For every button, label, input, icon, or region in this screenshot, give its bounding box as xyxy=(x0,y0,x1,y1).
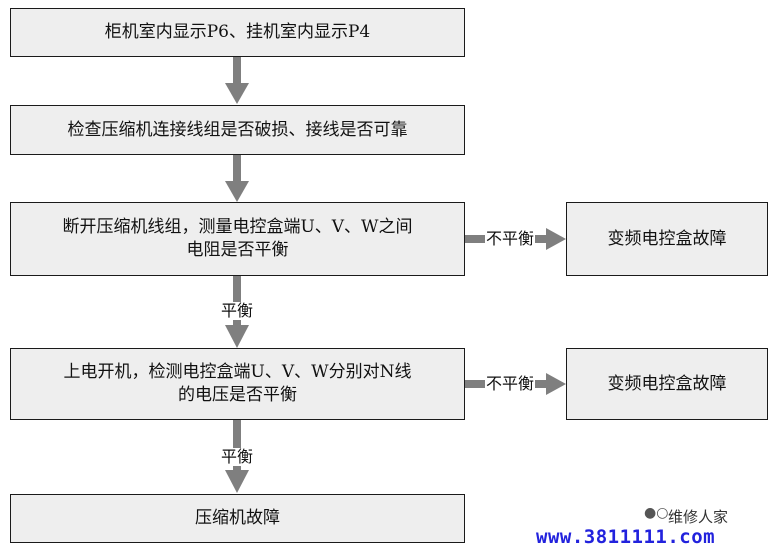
arrow-step3-to-step4 xyxy=(225,276,249,348)
result-box-2: 变频电控盒故障 xyxy=(566,348,768,420)
step-3-line-2: 电阻是否平衡 xyxy=(186,240,289,260)
arrow-step1-to-step2 xyxy=(225,57,249,104)
step-1-line-1: 柜机室内显示P6、挂机室内显示P4 xyxy=(104,22,371,42)
step-4-line-2: 的电压是否平衡 xyxy=(178,385,297,405)
edge-label-unbalanced-2: 不平衡 xyxy=(485,374,536,393)
edge-label-balanced-1: 平衡 xyxy=(220,301,255,320)
arrow-step2-to-step3 xyxy=(225,155,249,202)
watermark-name: 维修人家 xyxy=(668,508,729,526)
step-box-5: 压缩机故障 xyxy=(10,494,465,543)
watermark-url: www.3811111.com xyxy=(536,526,716,548)
step-4-line-1: 上电开机，检测电控盒端U、V、W分别对N线 xyxy=(63,362,412,382)
step-box-1: 柜机室内显示P6、挂机室内显示P4 xyxy=(10,8,465,57)
step-2-line-1: 检查压缩机连接线组是否破损、接线是否可靠 xyxy=(67,119,408,140)
step-box-2: 检查压缩机连接线组是否破损、接线是否可靠 xyxy=(10,105,465,155)
result-1-text: 变频电控盒故障 xyxy=(607,228,727,249)
step-3-line-1: 断开压缩机线组，测量电控盒端U、V、W之间 xyxy=(62,217,413,237)
result-box-1: 变频电控盒故障 xyxy=(566,202,768,276)
edge-label-balanced-2: 平衡 xyxy=(220,447,255,466)
arrow-step4-to-step5 xyxy=(225,420,249,493)
step-box-3: 断开压缩机线组，测量电控盒端U、V、W之间 电阻是否平衡 xyxy=(10,202,465,276)
step-5-line-1: 压缩机故障 xyxy=(195,508,280,528)
result-2-text: 变频电控盒故障 xyxy=(607,373,727,394)
wechat-icon: ●○ xyxy=(644,505,669,521)
step-box-4: 上电开机，检测电控盒端U、V、W分别对N线 的电压是否平衡 xyxy=(10,348,465,420)
edge-label-unbalanced-1: 不平衡 xyxy=(485,229,536,248)
